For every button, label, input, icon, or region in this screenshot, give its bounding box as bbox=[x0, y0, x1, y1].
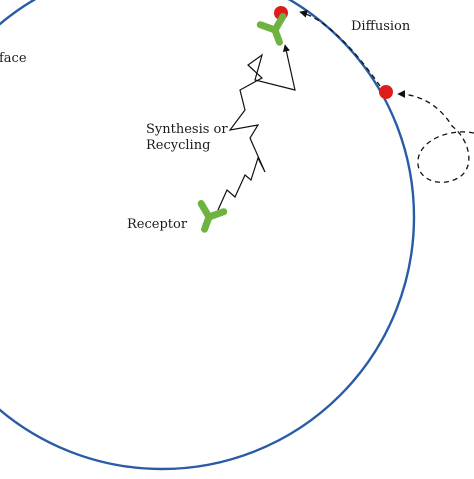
synthesis-recycling-label: Synthesis or Recycling bbox=[146, 122, 228, 155]
surface-label: face bbox=[0, 51, 27, 66]
synthesis-random-walk bbox=[217, 44, 296, 211]
receptor-label: Receptor bbox=[127, 217, 188, 232]
diffusion-label: Diffusion bbox=[351, 19, 411, 34]
receptor-icon-cytoplasm bbox=[197, 199, 228, 233]
synthesis-label-line1: Synthesis or bbox=[146, 122, 228, 137]
cell-membrane bbox=[0, 0, 416, 471]
ligand-dot-lower bbox=[379, 85, 393, 99]
synthesis-label-line2: Recycling bbox=[146, 138, 211, 154]
receptor-icon-membrane bbox=[256, 12, 287, 46]
diffusion-path-upper bbox=[299, 10, 381, 87]
